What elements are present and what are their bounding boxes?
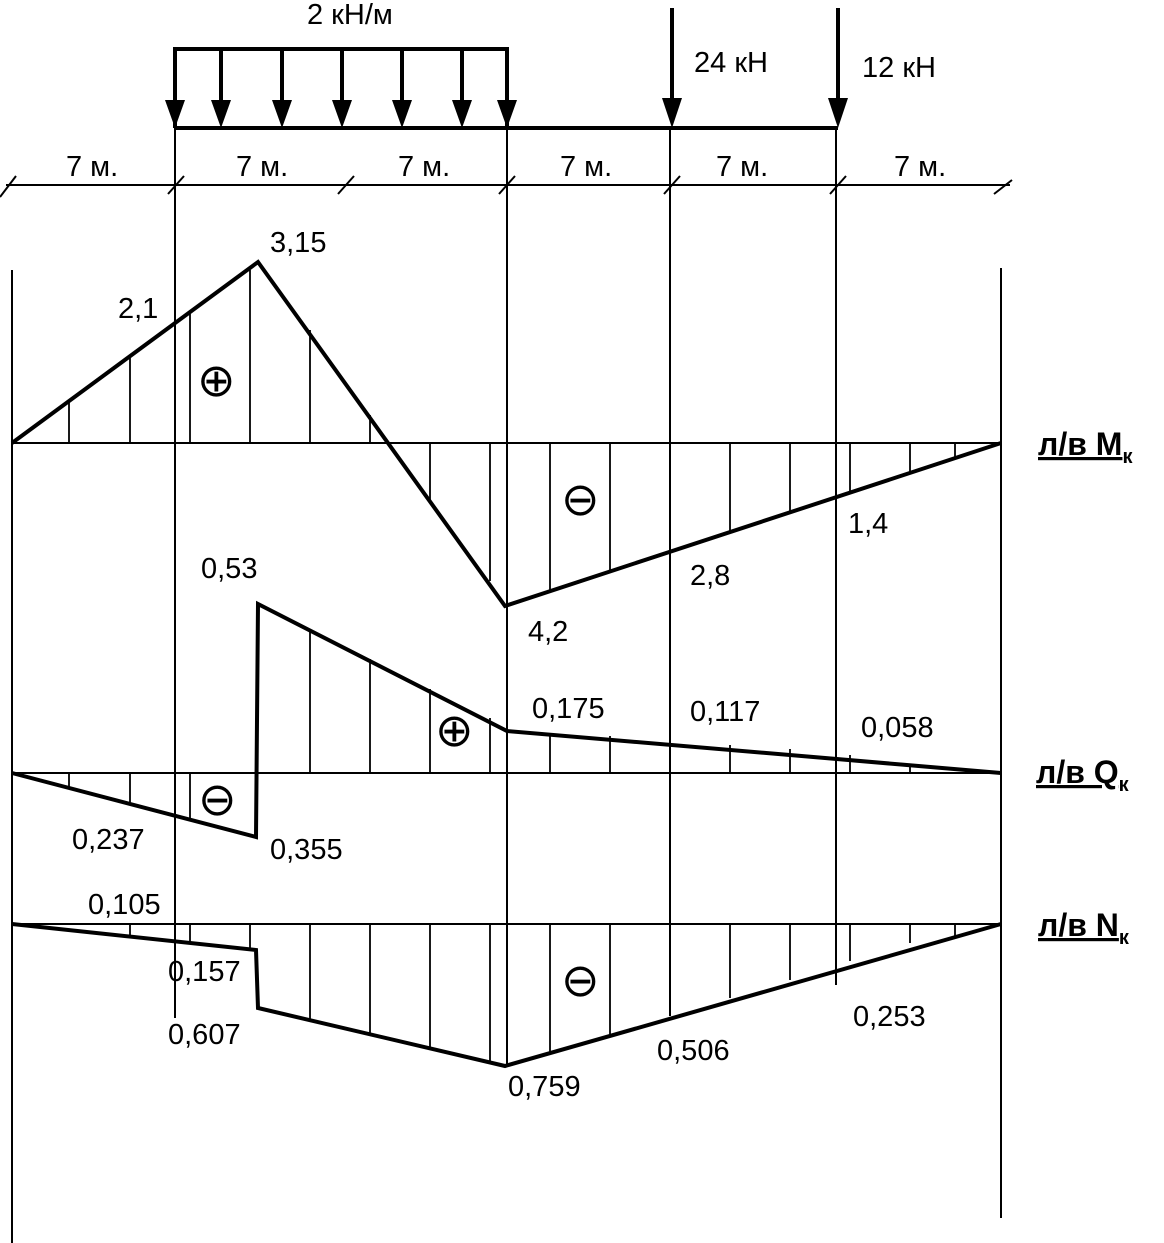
normal-curve xyxy=(11,922,1002,1069)
normal-value-0-607: 0,607 xyxy=(168,1019,241,1051)
distributed-load-arrows xyxy=(165,49,517,128)
force-12-label: 12 кН xyxy=(862,52,936,84)
shear-influence-label: л/в Qк xyxy=(1036,754,1130,796)
distributed-load-arrowhead xyxy=(332,100,352,128)
dimension-line: 7 м. 7 м. 7 м. 7 м. 7 м. 7 м. xyxy=(0,151,1013,198)
moment-minus-sign: ⊖ xyxy=(561,473,600,525)
normal-hatching xyxy=(129,924,956,1061)
distributed-load-arrowhead xyxy=(392,100,412,128)
shear-value-0-175: 0,175 xyxy=(532,693,605,725)
shear-value-0-355: 0,355 xyxy=(270,834,343,866)
frame-verticals xyxy=(11,128,1002,1243)
span-5-label: 7 м. xyxy=(716,151,768,183)
moment-plus-sign: ⊕ xyxy=(197,354,236,406)
moment-value-4-2: 4,2 xyxy=(528,616,568,648)
moment-value-1-4: 1,4 xyxy=(848,508,888,540)
shear-value-0-117: 0,117 xyxy=(690,696,760,728)
distributed-load-arrowhead xyxy=(211,100,231,128)
force-24-arrowhead xyxy=(662,98,682,128)
normal-value-0-506: 0,506 xyxy=(657,1035,730,1067)
shear-minus-sign: ⊖ xyxy=(198,773,237,825)
moment-hatching xyxy=(68,270,956,590)
distributed-load-arrowhead xyxy=(497,100,517,128)
shear-influence-line: 0,53 0,175 0,117 0,058 0,237 0,355 ⊕ ⊖ л… xyxy=(11,553,1130,866)
shear-curve xyxy=(11,600,1002,840)
span-4-label: 7 м. xyxy=(560,151,612,183)
distributed-load-arrowhead xyxy=(452,100,472,128)
normal-value-0-157: 0,157 xyxy=(168,956,241,988)
span-6-label: 7 м. xyxy=(894,151,946,183)
shear-value-0-53: 0,53 xyxy=(201,553,257,585)
shear-hatching xyxy=(68,630,911,820)
moment-influence-label: л/в Мк xyxy=(1038,426,1133,468)
distributed-load-arrowhead xyxy=(165,100,185,128)
normal-minus-sign: ⊖ xyxy=(561,954,600,1006)
moment-influence-line: 2,1 3,15 4,2 2,8 1,4 ⊕ ⊖ л/в Мк xyxy=(10,227,1133,648)
normal-value-0-253: 0,253 xyxy=(853,1001,926,1033)
force-12-arrowhead xyxy=(828,98,848,128)
distributed-load-arrowhead xyxy=(272,100,292,128)
normal-value-0-759: 0,759 xyxy=(508,1071,581,1103)
span-1-label: 7 м. xyxy=(66,151,118,183)
span-2-label: 7 м. xyxy=(236,151,288,183)
span-3-label: 7 м. xyxy=(398,151,450,183)
normal-value-0-105: 0,105 xyxy=(88,889,161,921)
shear-plus-sign: ⊕ xyxy=(435,704,474,756)
moment-value-2-8: 2,8 xyxy=(690,560,730,592)
shear-value-0-058: 0,058 xyxy=(861,712,934,744)
load-scheme: 2 кН/м 24 кН 12 кН xyxy=(165,0,936,130)
distributed-load-label: 2 кН/м xyxy=(307,0,393,31)
moment-value-3-15: 3,15 xyxy=(270,227,326,259)
shear-value-0-237: 0,237 xyxy=(72,824,145,856)
normal-influence-line: 0,105 0,157 0,607 0,759 0,506 0,253 ⊖ л/… xyxy=(11,889,1130,1103)
moment-value-2-1: 2,1 xyxy=(118,293,158,325)
force-24-label: 24 кН xyxy=(694,47,768,79)
moment-curve xyxy=(10,259,1002,609)
normal-influence-label: л/в Nк xyxy=(1038,907,1130,949)
